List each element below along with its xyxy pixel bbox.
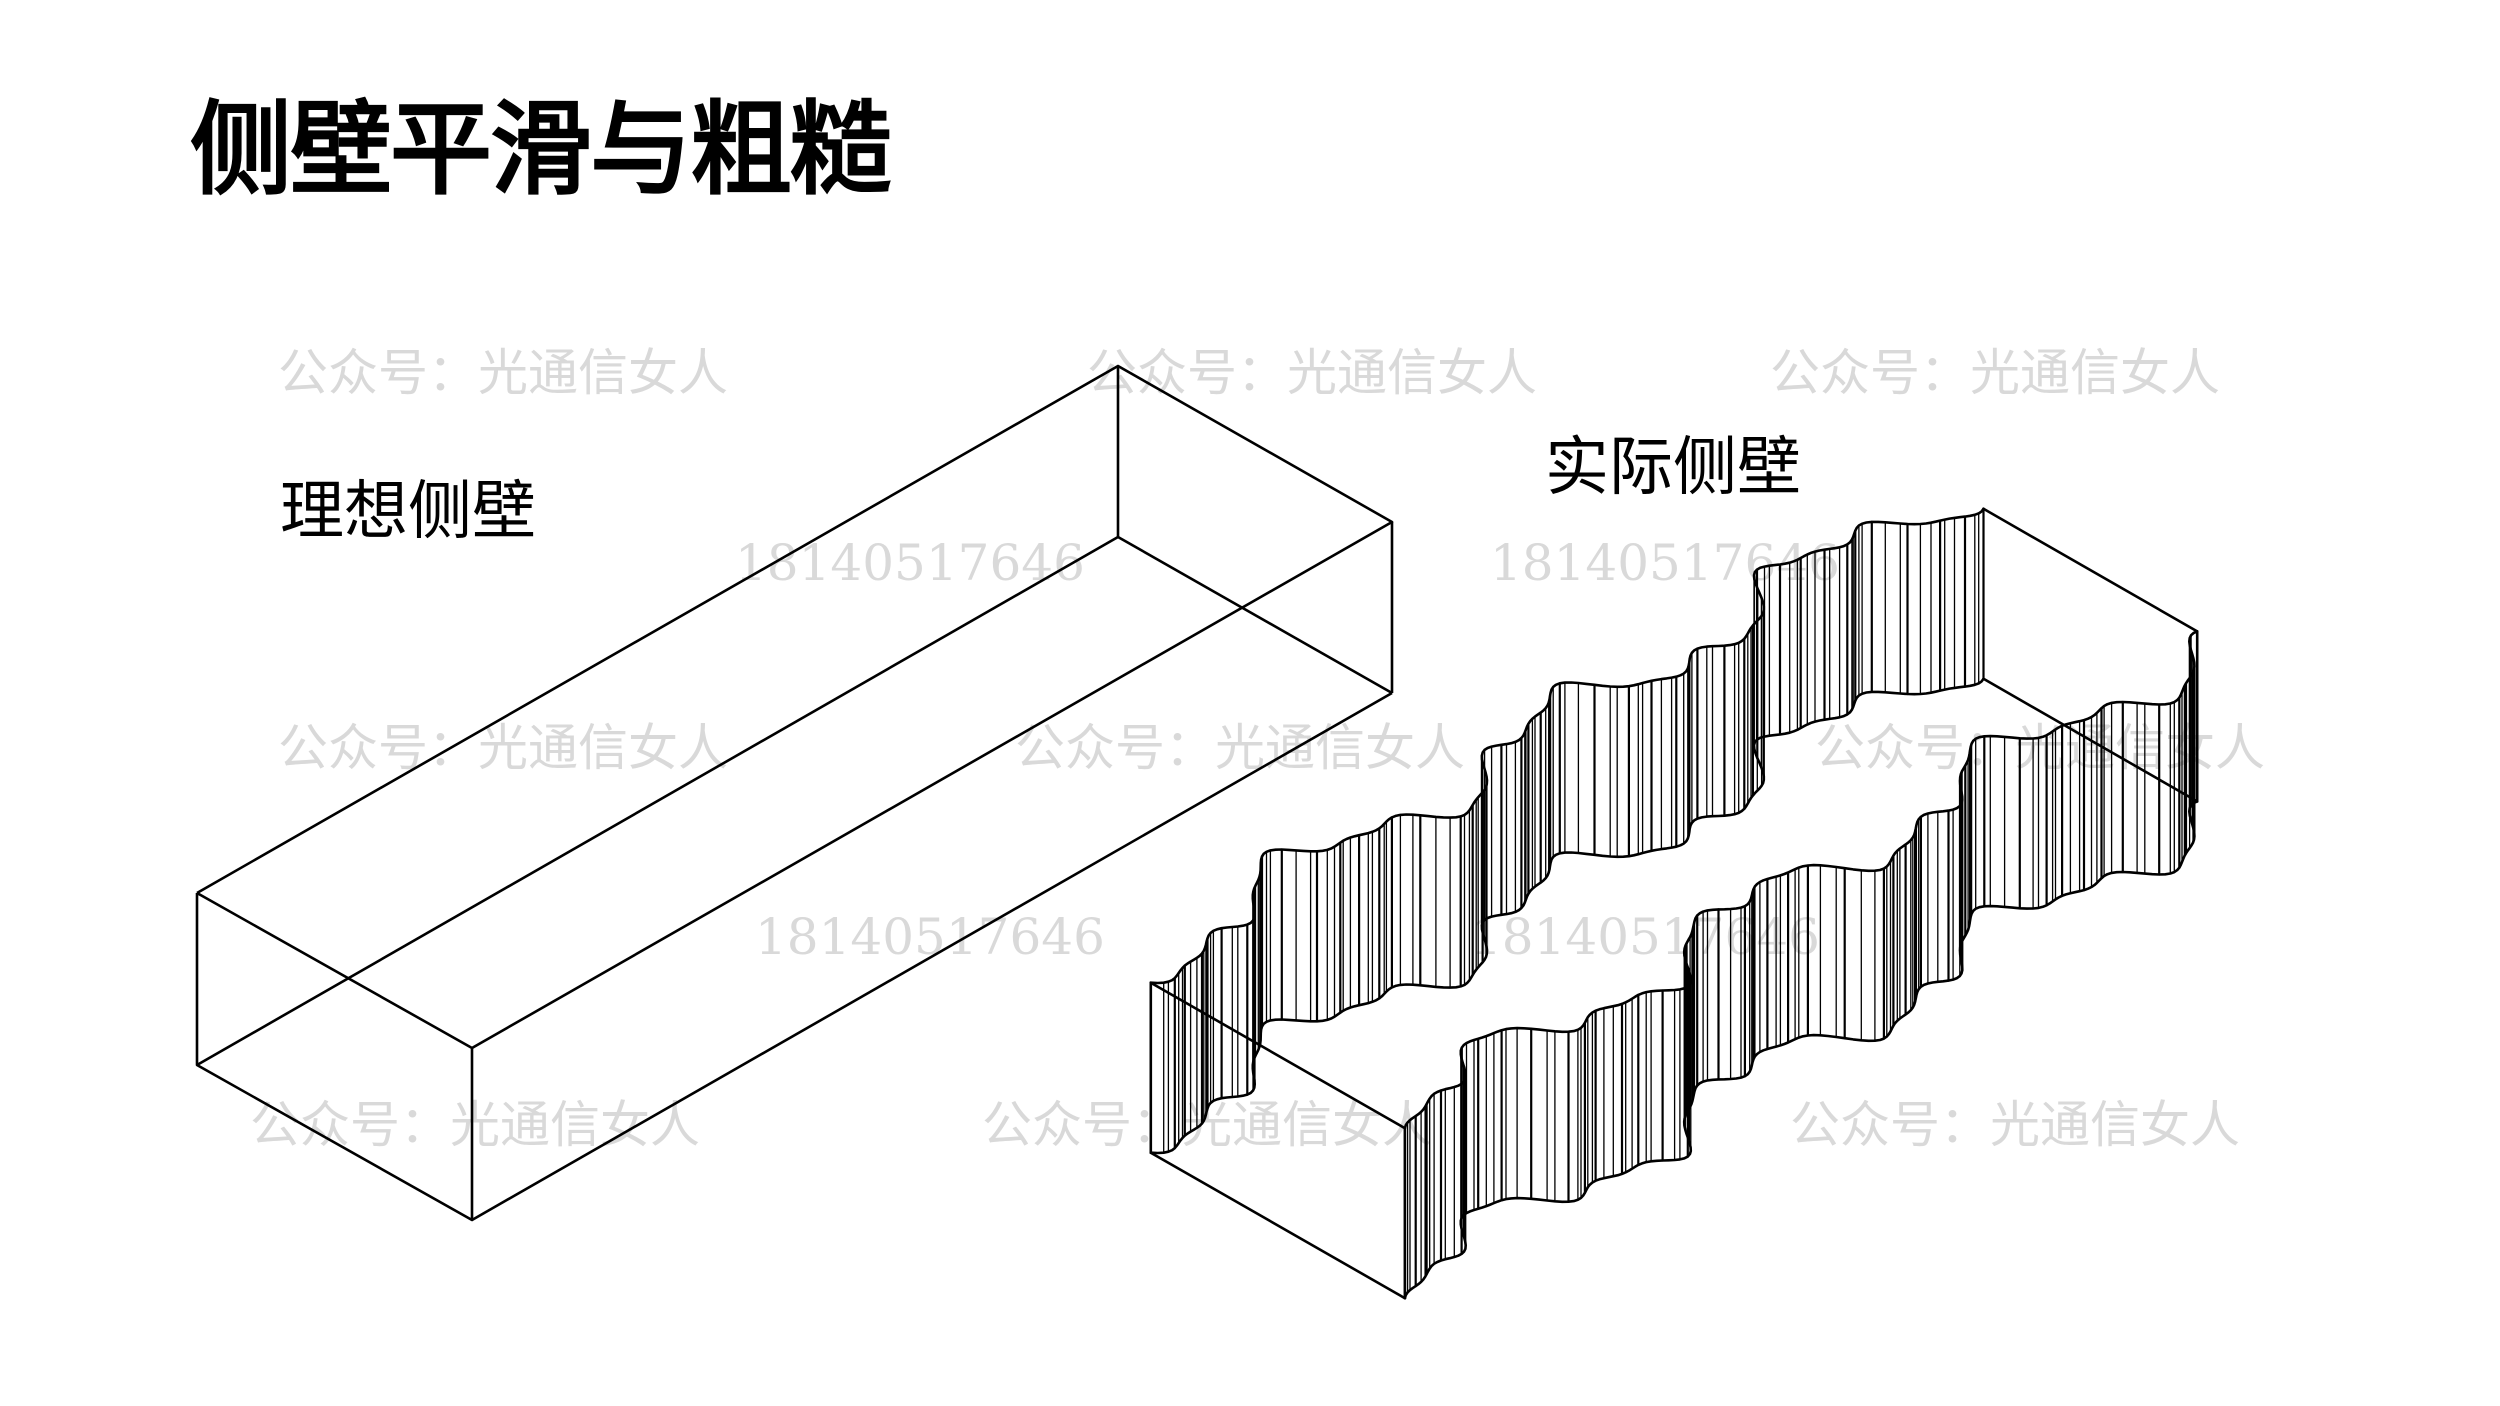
rough-far-bottom-edge [1982, 677, 2199, 803]
ideal-box-near-face [195, 891, 474, 1222]
rough-wall-top-edge [1149, 507, 1985, 985]
watermark-account: 公众号：光通信女人 [250, 1096, 700, 1154]
rough-wall-top-edge [1403, 630, 2199, 1130]
watermark-account: 公众号：光通信女人 [1770, 344, 2220, 402]
ideal-sidewall-box [195, 364, 1394, 1222]
rough-front-wall [1403, 630, 2199, 1300]
rough-wall-bottom-edge [1403, 800, 2199, 1300]
page-title: 侧壁平滑与粗糙 [190, 91, 892, 210]
watermark-account: 公众号：光通信女人 [1015, 719, 1465, 777]
watermark-account: 公众号：光通信女人 [278, 719, 728, 777]
rough-near-top-edge [1149, 981, 1407, 1130]
rough-far-top-edge [1982, 507, 2199, 633]
watermark-account: 公众号：光通信女人 [1790, 1096, 2240, 1154]
ideal-box-top-far-edges [196, 364, 1394, 1050]
actual-sidewall-box [1149, 507, 2199, 1300]
ideal-sidewall-label: 理想侧壁 [280, 475, 536, 549]
watermark-phone: 18140517646 [735, 534, 1085, 592]
ideal-box-back-bottom-left [196, 535, 1119, 1067]
ideal-box-back-bottom-right [1117, 535, 1393, 695]
rough-near-bottom-edge [1149, 1151, 1407, 1300]
watermark-phone: 18140517646 [755, 908, 1105, 966]
rough-back-wall [1149, 507, 1985, 1155]
rough-wall-bottom-edge [1149, 677, 1985, 1155]
watermark-account: 公众号：光通信女人 [278, 344, 728, 402]
watermark-phone: 18140517646 [1470, 908, 1820, 966]
actual-sidewall-label: 实际侧壁 [1545, 431, 1801, 505]
ideal-box-bottom-right-edge [471, 691, 1393, 1222]
